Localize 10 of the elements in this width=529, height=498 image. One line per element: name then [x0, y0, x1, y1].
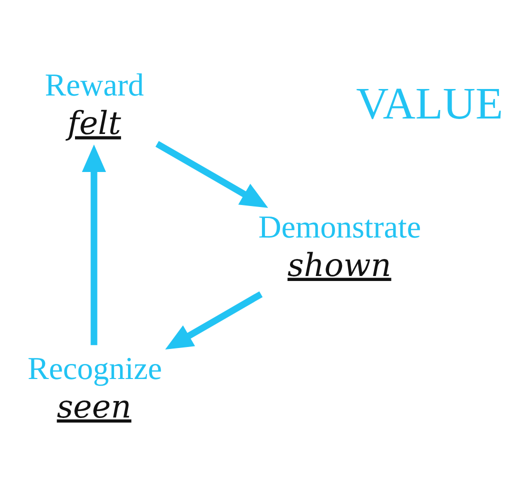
node-text: Demonstrate [258, 209, 421, 244]
node-label: shown [288, 246, 392, 284]
node-label: felt [67, 104, 122, 142]
arrow [165, 291, 263, 350]
node-text: Recognize [28, 350, 162, 386]
arrow [155, 140, 268, 208]
label: VALUE [356, 78, 504, 129]
node-label: seen [56, 387, 132, 426]
node-text: Reward [44, 68, 144, 103]
arrow [82, 144, 106, 346]
